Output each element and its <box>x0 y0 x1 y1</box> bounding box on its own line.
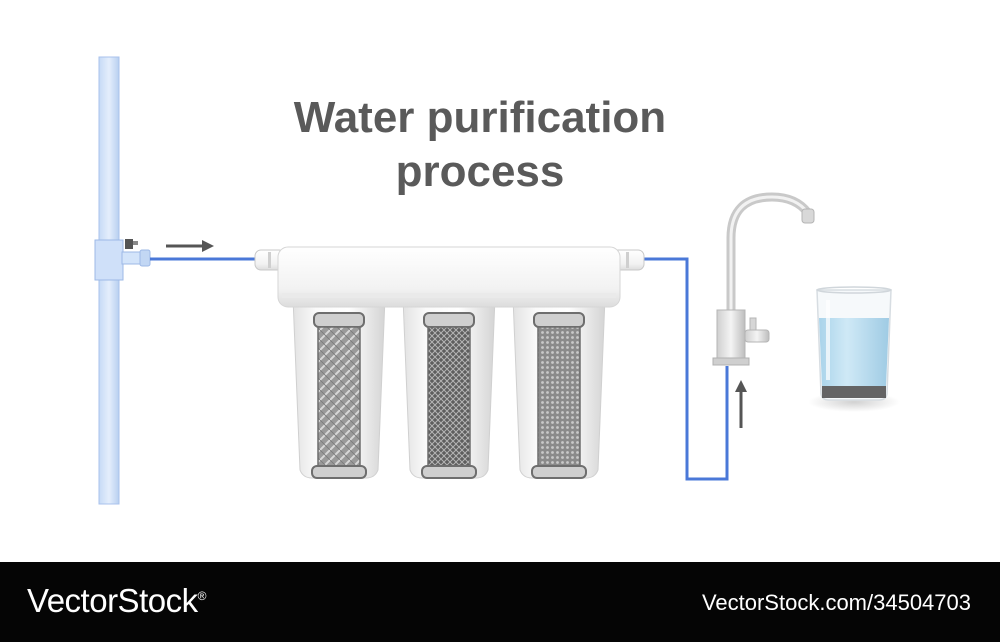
flow-arrow-icon <box>166 240 214 252</box>
registered-mark: ® <box>197 589 207 603</box>
faucet-icon <box>712 192 815 366</box>
watermark-footer: VectorStock® VectorStock.com/34504703 <box>0 562 1000 642</box>
cartridge-icon <box>421 312 477 479</box>
cartridge-icon <box>311 312 367 479</box>
water-glass-icon <box>808 286 900 412</box>
image-id: VectorStock.com/34504703 <box>701 590 971 615</box>
output-line <box>640 257 729 481</box>
valve-icon <box>121 239 151 267</box>
water-purification-diagram <box>94 56 900 505</box>
diagram-title-line-2: process <box>395 147 565 196</box>
brand-name: VectorStock <box>27 582 198 619</box>
diagram-title-line-1: Water purification <box>293 93 667 142</box>
flow-arrow-icon <box>735 380 747 428</box>
cartridge-icon <box>531 312 587 479</box>
vectorstock-logo: VectorStock® <box>27 582 206 620</box>
main-pipe-icon <box>94 56 124 505</box>
